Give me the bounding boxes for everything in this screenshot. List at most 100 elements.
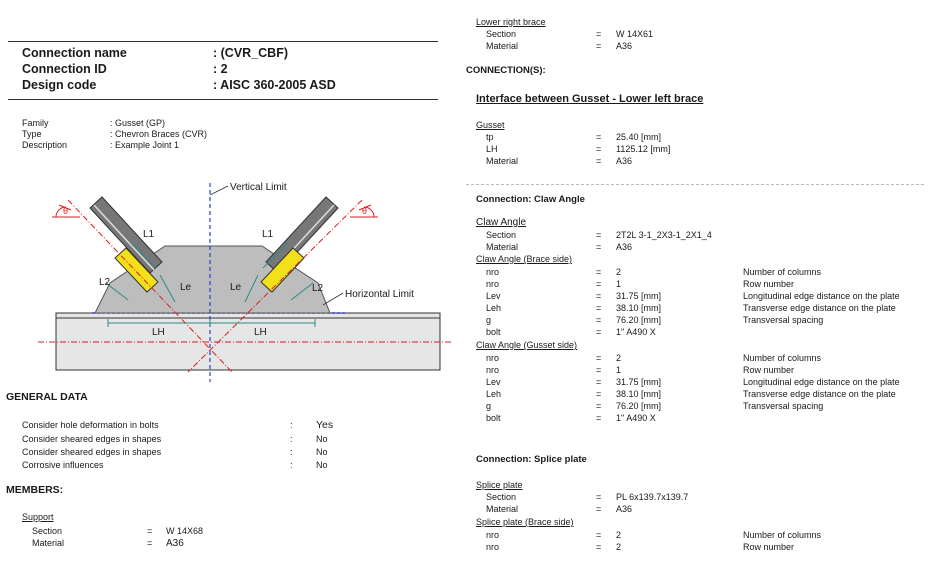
row-label: Lev (486, 291, 501, 301)
general-data-label: Consider sheared edges in shapes (22, 447, 162, 457)
row-desc: Row number (743, 542, 795, 552)
claw-brace-row: nro = 2 Number of columns (0, 267, 930, 278)
description-value: : Example Joint 1 (110, 140, 180, 150)
row-eq: = (596, 542, 602, 552)
support-eq: = (147, 538, 153, 548)
row-eq: = (596, 291, 602, 301)
row-desc: Longitudinal edge distance on the plate (743, 377, 900, 387)
row-desc: Transverse edge distance on the plate (743, 303, 896, 313)
support-value: A36 (166, 538, 184, 549)
general-data-value: No (316, 434, 328, 444)
claw-gusset-row: bolt = 1" A490 X (0, 413, 930, 424)
right-claw-angle (260, 247, 305, 293)
row-value: A36 (616, 41, 633, 51)
lower-right-brace-row: Section = W 14X61 (0, 29, 930, 40)
right-theta-symbol (350, 204, 378, 218)
type-label: Type (22, 129, 42, 139)
row-value: 1125.12 [mm] (616, 144, 671, 154)
row-label: Section (486, 230, 517, 240)
connection-id-label: Connection ID (22, 62, 107, 76)
left-l2-dimension (105, 282, 129, 301)
general-data-label: Corrosive influences (22, 460, 104, 470)
support-label: Material (32, 538, 65, 548)
support-title: Support (22, 512, 54, 522)
row-value: 76.20 [mm] (616, 315, 662, 325)
claw-connection-title: Connection: Claw Angle (476, 194, 585, 205)
general-data-value: No (316, 447, 328, 457)
row-desc: Number of columns (743, 267, 822, 277)
header-top-rule (8, 41, 438, 42)
row-value: 38.10 [mm] (616, 389, 662, 399)
row-value: 2 (616, 267, 622, 277)
general-data-label: Consider hole deformation in bolts (22, 420, 159, 430)
left-le-label: Le (180, 282, 192, 293)
general-data-sep: : (290, 460, 293, 470)
gusset-row: Material = A36 (0, 156, 930, 167)
gusset-row: LH = 1125.12 [mm] (0, 144, 930, 155)
row-label: nro (486, 279, 500, 289)
row-label: bolt (486, 327, 501, 337)
left-brace (89, 196, 163, 274)
type-value: : Chevron Braces (CVR) (110, 129, 208, 139)
general-data-title: GENERAL DATA (6, 391, 88, 403)
row-eq: = (596, 267, 602, 277)
right-brace (265, 196, 339, 274)
row-eq: = (596, 413, 602, 423)
general-data-row: Consider sheared edges in shapes : No (0, 434, 440, 445)
lh-dimension (107, 319, 316, 327)
row-label: nro (486, 353, 500, 363)
right-l2-label: L2 (312, 283, 324, 294)
left-l2-label: L2 (99, 277, 111, 288)
splice-brace-row: nro = 2 Number of columns (0, 530, 930, 541)
claw-brace-row: Leh = 38.10 [mm] Transverse edge distanc… (0, 303, 930, 314)
row-eq: = (596, 132, 602, 142)
row-value: A36 (616, 504, 633, 514)
row-desc: Number of columns (743, 530, 822, 540)
design-code-value: : AISC 360-2005 ASD (213, 78, 336, 92)
interface-title: Interface between Gusset - Lower left br… (476, 93, 704, 105)
support-eq: = (147, 526, 153, 536)
splice-brace-row: nro = 2 Row number (0, 542, 930, 553)
row-label: g (486, 315, 492, 325)
claw-gusset-row: Leh = 38.10 [mm] Transverse edge distanc… (0, 389, 930, 400)
row-eq: = (596, 303, 602, 313)
row-value: 38.10 [mm] (616, 303, 662, 313)
horizontal-limit-label: Horizontal Limit (345, 289, 414, 300)
general-data-row: Corrosive influences : No (0, 460, 440, 471)
row-value: 31.75 [mm] (616, 291, 662, 301)
row-label: LH (486, 144, 498, 154)
row-label: nro (486, 365, 500, 375)
row-eq: = (596, 230, 602, 240)
row-eq: = (596, 389, 602, 399)
row-value: 2 (616, 530, 622, 540)
left-le-dimension (159, 274, 176, 303)
row-eq: = (596, 327, 602, 337)
row-desc: Longitudinal edge distance on the plate (743, 291, 900, 301)
right-l2-dimension (290, 282, 314, 301)
row-value: 1" A490 X (616, 413, 656, 423)
row-value: 25.40 [mm] (616, 132, 662, 142)
row-value: 76.20 [mm] (616, 401, 662, 411)
description-label: Description (22, 140, 68, 150)
row-eq: = (596, 242, 602, 252)
splice-row: Material = A36 (0, 504, 930, 515)
row-value: 31.75 [mm] (616, 377, 662, 387)
row-eq: = (596, 41, 602, 51)
claw-brace-row: Lev = 31.75 [mm] Longitudinal edge dista… (0, 291, 930, 302)
row-value: A36 (616, 242, 633, 252)
lower-right-brace-row: Material = A36 (0, 41, 930, 52)
row-label: Section (486, 29, 517, 39)
general-data-row: Consider hole deformation in bolts : Yes (0, 419, 440, 431)
left-brace-inner (93, 204, 155, 271)
row-desc: Transverse edge distance on the plate (743, 389, 896, 399)
members-title: MEMBERS: (6, 484, 64, 496)
row-label: nro (486, 530, 500, 540)
claw-brace-row: nro = 1 Row number (0, 279, 930, 290)
row-value: 2T2L 3-1_2X3-1_2X1_4 (616, 230, 712, 240)
row-eq: = (596, 492, 602, 502)
claw-brace-row: g = 76.20 [mm] Transversal spacing (0, 315, 930, 326)
row-label: Material (486, 242, 519, 252)
claw-gusset-title: Claw Angle (Gusset side) (476, 340, 578, 350)
row-label: Leh (486, 389, 502, 399)
